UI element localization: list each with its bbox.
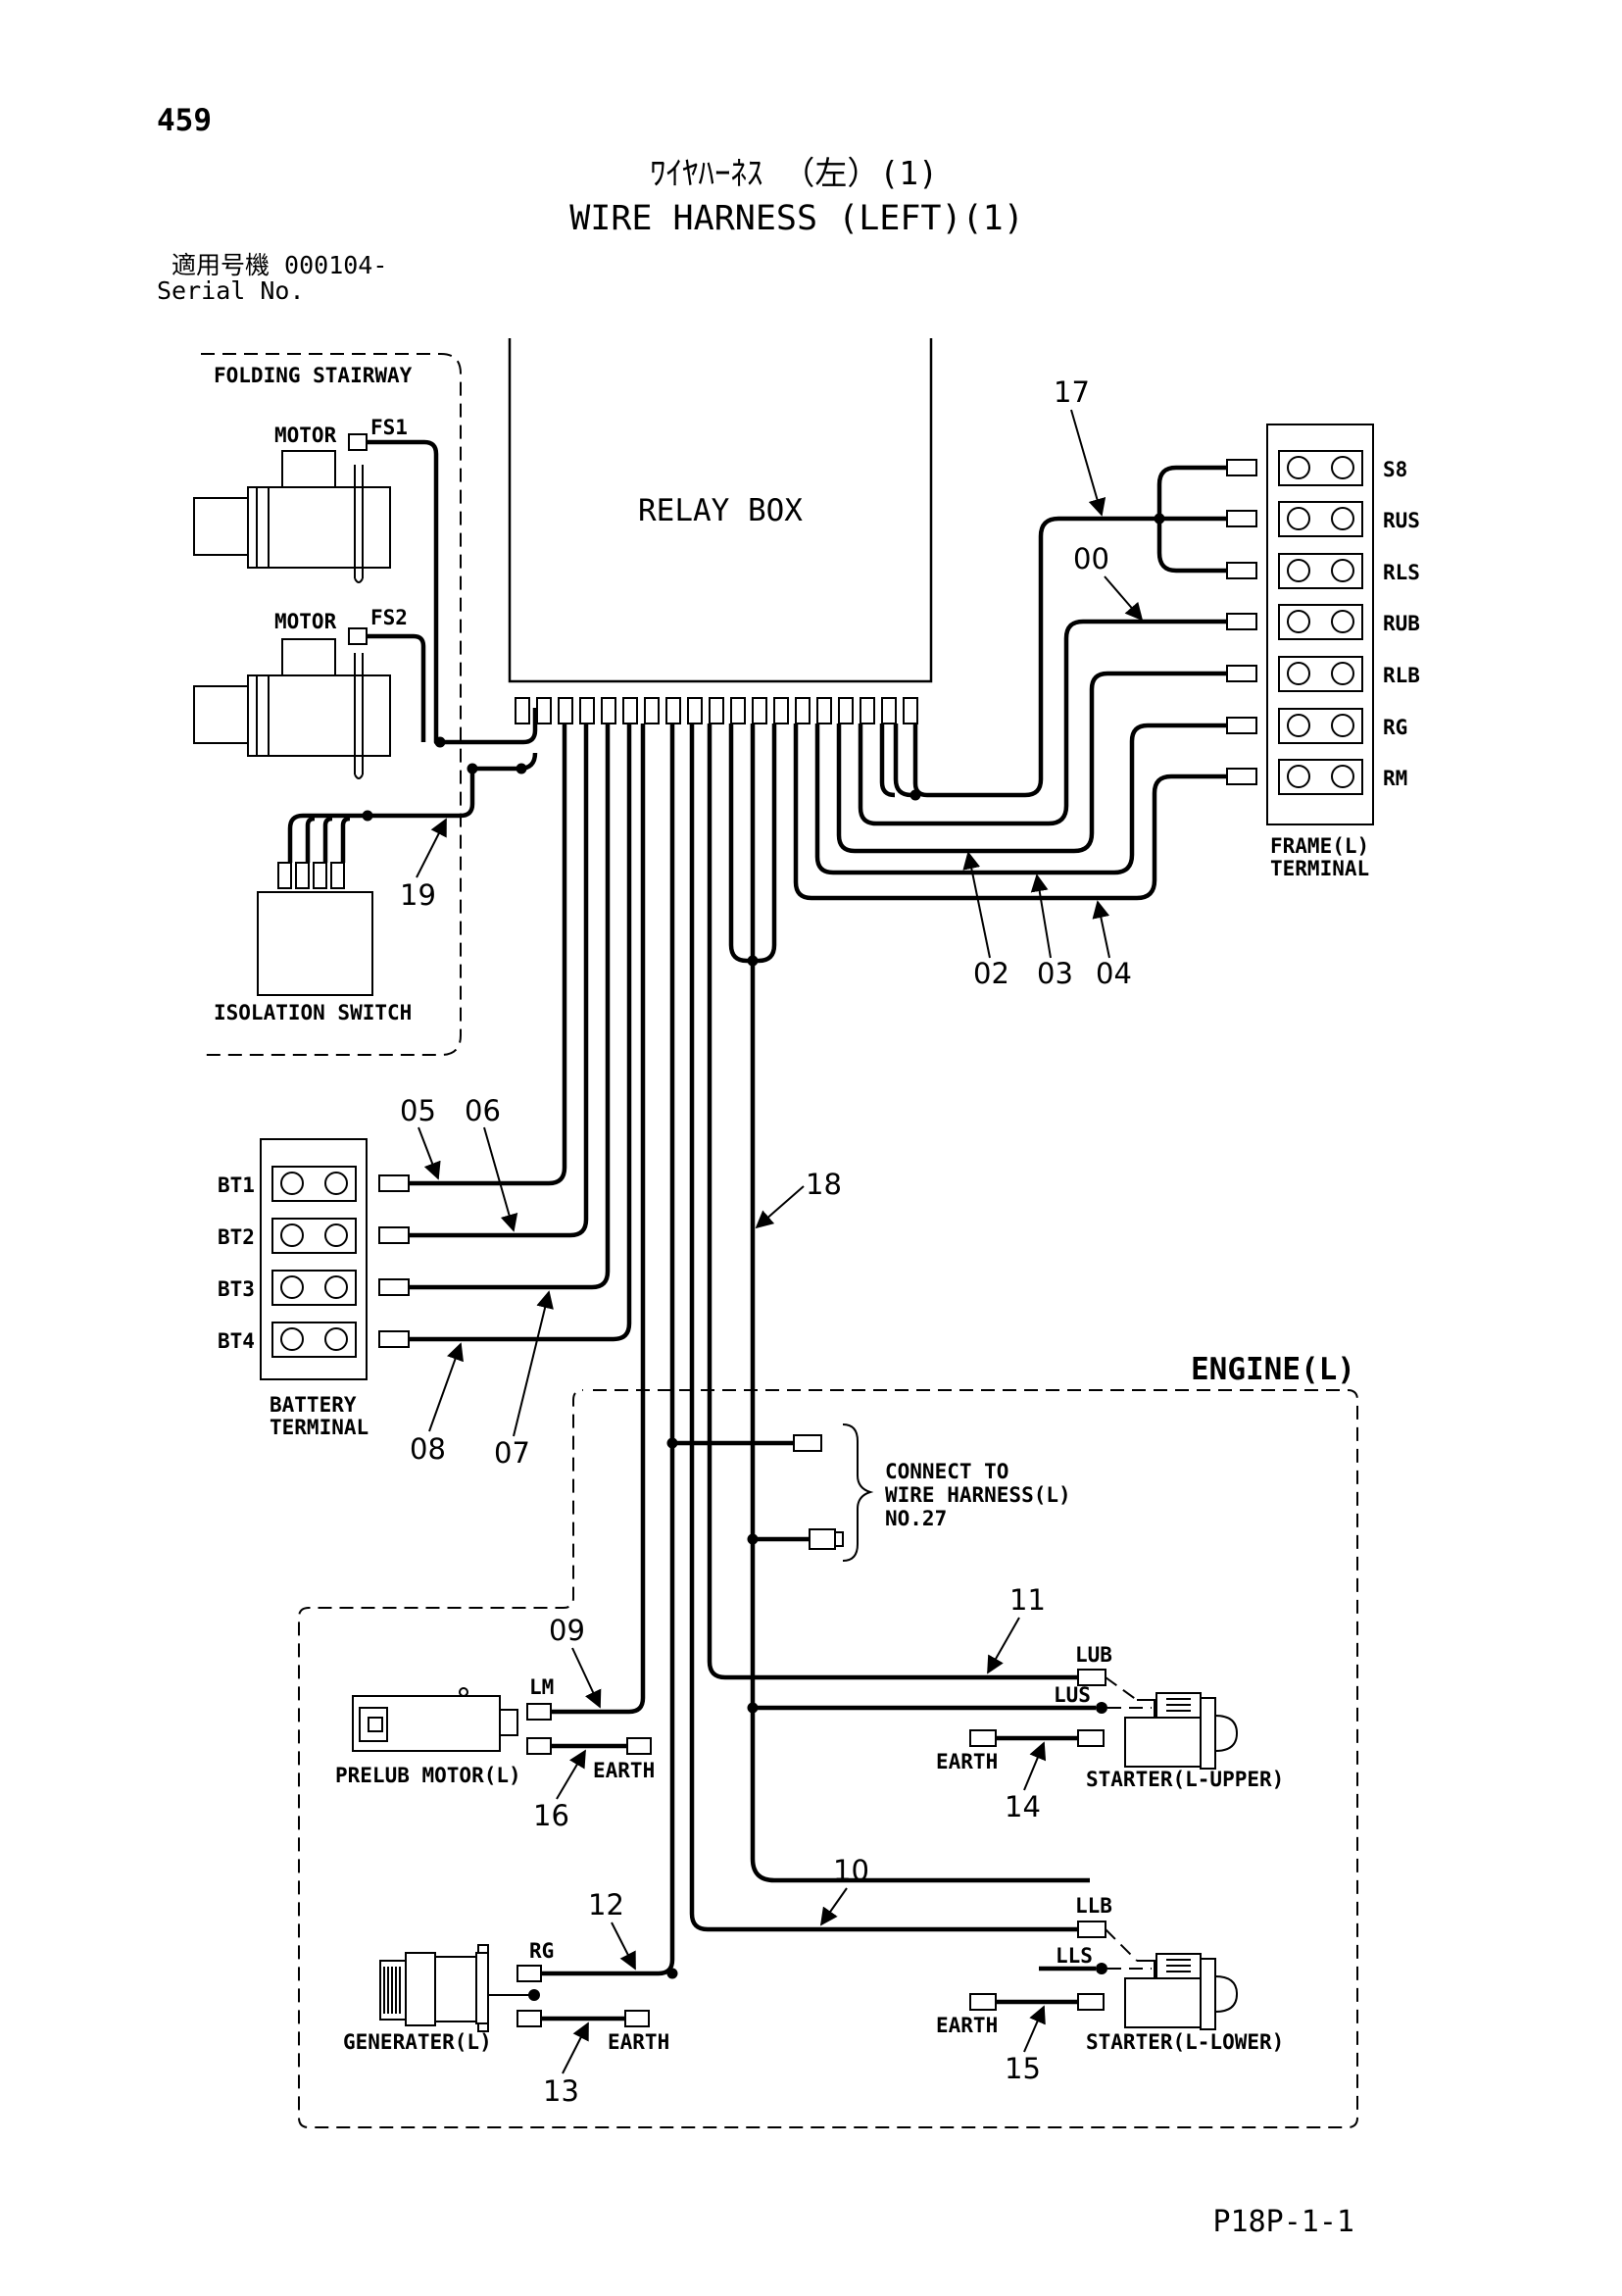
motor-1-label: MOTOR	[274, 424, 337, 447]
frame-terminal-title-2: TERMINAL	[1270, 857, 1369, 880]
callout-04: 04	[1096, 957, 1132, 990]
battery-terminal-bt3: BT3	[218, 1277, 255, 1301]
lls-label: LLS	[1056, 1944, 1093, 1968]
serial-japanese: 適用号機 000104-	[172, 251, 387, 279]
starter-upper-icon	[1124, 1692, 1239, 1770]
battery-terminal-title-2: TERMINAL	[270, 1416, 369, 1439]
callout-02: 02	[973, 957, 1009, 990]
frame-terminal-title-1: FRAME(L)	[1270, 834, 1369, 858]
motor-2-label: MOTOR	[274, 610, 337, 633]
callout-10: 10	[833, 1854, 869, 1887]
callout-13: 13	[543, 2074, 579, 2108]
title-japanese: ﾜｲﾔﾊｰﾈｽ （左）(1)	[650, 154, 938, 192]
prelub-motor-label: PRELUB MOTOR(L)	[335, 1764, 521, 1787]
frame-terminal-block-icon	[1278, 450, 1363, 795]
battery-terminal-bt1: BT1	[218, 1173, 255, 1197]
generater-icon	[379, 1944, 489, 2032]
fs1-label: FS1	[370, 416, 408, 439]
battery-terminal-bt2: BT2	[218, 1225, 255, 1249]
harness-27-connectors-icon	[793, 1434, 844, 1550]
callout-00: 00	[1073, 542, 1109, 575]
frame-terminal-rus: RUS	[1383, 509, 1420, 532]
callout-17: 17	[1054, 375, 1090, 409]
callout-03: 03	[1037, 957, 1073, 990]
callout-14: 14	[1005, 1790, 1041, 1823]
title-english: WIRE HARNESS (LEFT)(1)	[569, 199, 1024, 238]
prelub-motor-icon	[352, 1687, 518, 1752]
relay-box-connector-row	[515, 697, 918, 724]
engine-label: ENGINE(L)	[1191, 1352, 1355, 1387]
frame-terminal-rg: RG	[1383, 716, 1407, 739]
generater-label: GENERATER(L)	[343, 2030, 492, 2054]
page-code: P18P-1-1	[1213, 2205, 1355, 2239]
frame-lug-connectors	[1226, 459, 1257, 785]
frame-terminal-rm: RM	[1383, 767, 1407, 790]
connect-to-line-2: WIRE HARNESS(L)	[885, 1483, 1071, 1507]
battery-terminal-title-1: BATTERY	[270, 1393, 357, 1417]
connect-to-line-3: NO.27	[885, 1507, 947, 1530]
battery-terminal-block-icon	[271, 1166, 357, 1358]
callout-18: 18	[806, 1168, 842, 1201]
earth-3-label: EARTH	[936, 1750, 998, 1773]
frame-terminal-rub: RUB	[1383, 612, 1420, 635]
lm-label: LM	[529, 1675, 554, 1699]
stairway-motor-2-icon	[193, 638, 391, 779]
callout-19: 19	[400, 878, 436, 912]
llb-label: LLB	[1075, 1894, 1112, 1918]
starter-lower-label: STARTER(L-LOWER)	[1086, 2030, 1284, 2054]
callout-05: 05	[400, 1094, 436, 1127]
isolation-switch-icon	[257, 862, 373, 996]
isolation-switch-label: ISOLATION SWITCH	[214, 1001, 412, 1024]
callout-08: 08	[410, 1432, 446, 1466]
frame-terminal-rlb: RLB	[1383, 664, 1420, 687]
fs2-label: FS2	[370, 606, 408, 629]
stairway-motor-1-icon	[193, 450, 391, 583]
rg-label: RG	[529, 1939, 554, 1963]
serial-english: Serial No.	[157, 276, 305, 305]
callout-06: 06	[465, 1094, 501, 1127]
callout-15: 15	[1005, 2052, 1041, 2085]
callout-07: 07	[494, 1436, 530, 1470]
battery-terminal-bt4: BT4	[218, 1329, 255, 1353]
earth-1-label: EARTH	[593, 1759, 655, 1782]
relay-box-label: RELAY BOX	[638, 493, 803, 528]
starter-upper-label: STARTER(L-UPPER)	[1086, 1768, 1284, 1791]
callout-11: 11	[1009, 1583, 1046, 1617]
callout-16: 16	[533, 1799, 569, 1832]
lub-label: LUB	[1075, 1643, 1112, 1667]
earth-4-label: EARTH	[936, 2014, 998, 2037]
earth-2-label: EARTH	[608, 2030, 669, 2054]
callout-12: 12	[588, 1888, 624, 1922]
battery-lug-connectors	[378, 1174, 410, 1348]
frame-terminal-s8: S8	[1383, 458, 1407, 481]
starter-lower-icon	[1124, 1953, 1239, 2030]
frame-terminal-rls: RLS	[1383, 561, 1420, 584]
folding-stairway-label: FOLDING STAIRWAY	[214, 364, 413, 387]
lus-label: LUS	[1054, 1683, 1091, 1707]
callout-09: 09	[549, 1614, 585, 1647]
page-number: 459	[157, 103, 212, 138]
connect-to-line-1: CONNECT TO	[885, 1460, 1008, 1483]
